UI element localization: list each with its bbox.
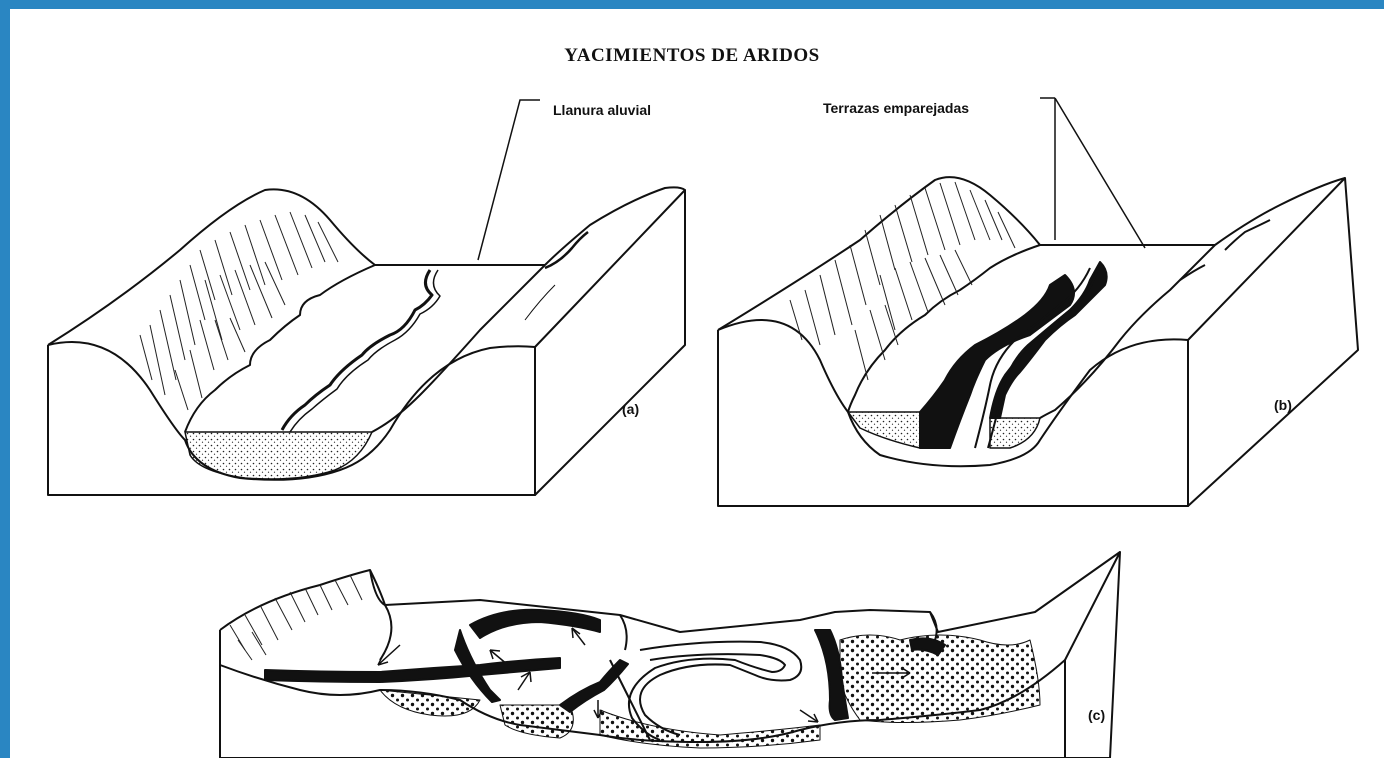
diagram-title: YACIMIENTOS DE ARIDOS [10, 45, 1384, 67]
diagram-frame: YACIMIENTOS DE ARIDOS Llanura aluvial Te… [10, 9, 1384, 758]
panel-b [718, 177, 1358, 506]
panel-label-a: (a) [622, 401, 639, 417]
leader-terrazas [1040, 98, 1145, 248]
panel-a [48, 187, 685, 495]
leader-llanura [478, 100, 540, 260]
label-llanura-aluvial: Llanura aluvial [553, 102, 651, 118]
block-diagrams [10, 9, 1384, 758]
label-terrazas-emparejadas: Terrazas emparejadas [823, 100, 969, 116]
panel-label-c: (c) [1088, 707, 1105, 723]
panel-label-b: (b) [1274, 397, 1292, 413]
panel-c [220, 552, 1120, 758]
